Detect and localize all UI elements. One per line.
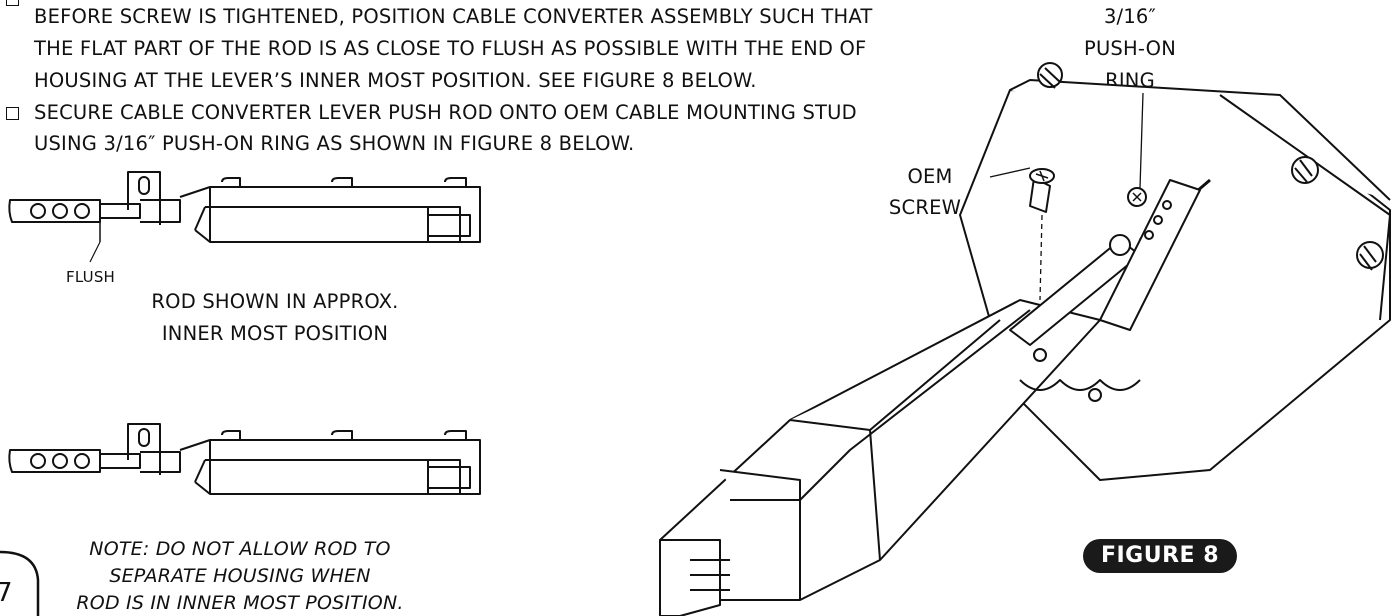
- screw-callout-line-2: SCREW: [888, 196, 962, 219]
- step1-line-3: HOUSING AT THE LEVER’S INNER MOST POSITI…: [34, 69, 757, 92]
- inner-caption-line-2: INNER MOST POSITION: [161, 322, 389, 345]
- page-number: 7: [0, 578, 13, 608]
- step2-line-2: USING 3/16″ PUSH-ON RING AS SHOWN IN FIG…: [34, 132, 635, 155]
- flush-label: FLUSH: [66, 268, 116, 286]
- ring-callout-line-1: 3/16″: [1103, 5, 1157, 28]
- checkbox-step-2[interactable]: [6, 107, 19, 120]
- step2-line-1: SECURE CABLE CONVERTER LEVER PUSH ROD ON…: [34, 101, 857, 124]
- checkbox-step-1[interactable]: [6, 0, 19, 6]
- screw-callout-line-1: OEM: [907, 165, 953, 188]
- step1-line-2: THE FLAT PART OF THE ROD IS AS CLOSE TO …: [34, 37, 867, 60]
- note-line-2: SEPARATE HOUSING WHEN: [109, 565, 371, 587]
- step1-line-1: BEFORE SCREW IS TIGHTENED, POSITION CABL…: [34, 5, 873, 28]
- note-line-1: NOTE: DO NOT ALLOW ROD TO: [89, 538, 391, 560]
- figure-8-badge: FIGURE 8: [1083, 539, 1237, 573]
- inner-caption-line-1: ROD SHOWN IN APPROX.: [151, 290, 399, 313]
- ring-callout-line-2: PUSH-ON: [1084, 37, 1176, 60]
- note-line-3: ROD IS IN INNER MOST POSITION.: [76, 592, 404, 614]
